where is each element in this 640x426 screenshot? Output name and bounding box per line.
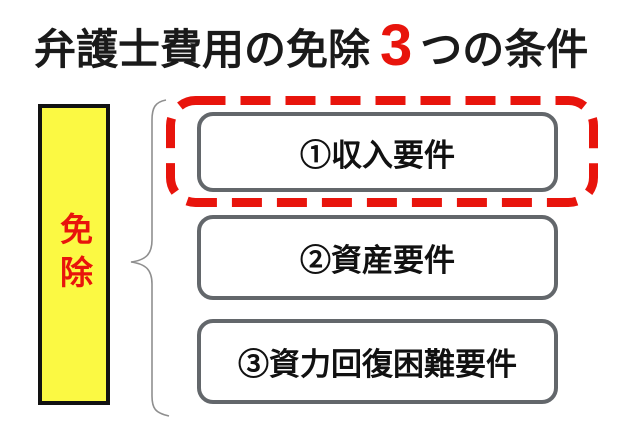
exemption-label-box: 免除 — [38, 104, 110, 405]
title-count-number: 3 — [380, 13, 413, 78]
condition-box-3: ③資力回復困難要件 — [197, 319, 558, 404]
condition-3-label: ③資力回復困難要件 — [238, 347, 517, 382]
exemption-label: 免除 — [55, 211, 93, 298]
title-suffix: つの条件 — [420, 25, 589, 73]
curly-brace-icon — [130, 99, 170, 417]
condition-box-1: ①収入要件 — [197, 112, 558, 192]
title-prefix: 弁護士費用の免除 — [34, 25, 371, 73]
condition-2-label: ②資産要件 — [300, 243, 455, 278]
condition-box-2: ②資産要件 — [197, 215, 558, 300]
condition-1-label: ①収入要件 — [300, 137, 455, 173]
page-title: 弁護士費用の免除 3 つの条件 — [34, 14, 588, 78]
